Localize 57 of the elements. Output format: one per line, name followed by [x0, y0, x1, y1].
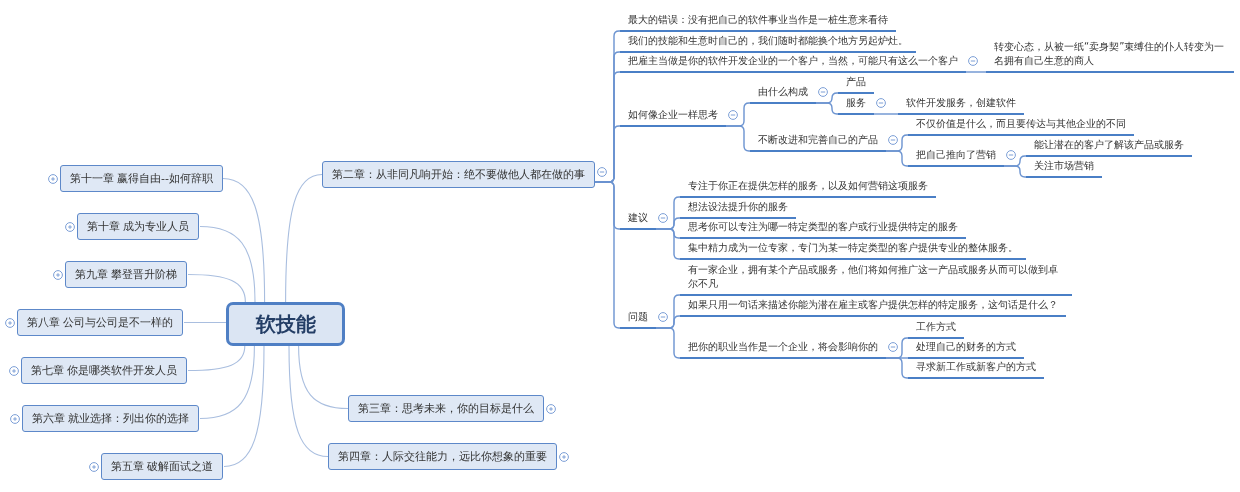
- branch-line: [187, 273, 246, 303]
- branch-topic: 把你的职业当作是一个企业，将会影响你的: [680, 340, 886, 359]
- branch-line: [222, 177, 266, 303]
- branch-topic: 寻求新工作或新客户的方式: [908, 360, 1044, 379]
- branch-topic: 不断改进和完善自己的产品: [750, 133, 886, 152]
- chapter-box: 第十章 成为专业人员: [76, 213, 199, 240]
- chapter-box: 第七章 你是哪类软件开发人员: [20, 357, 187, 384]
- central-topic: 软技能: [226, 302, 345, 346]
- branch-topic: 有一家企业，拥有某个产品或服务，他们将如何推广这一产品或服务从而可以做到卓尔不凡: [680, 263, 1072, 296]
- chapter-box: 第九章 攀登晋升阶梯: [64, 261, 187, 288]
- branch-line: [725, 125, 751, 152]
- branch-topic: 不仅价值是什么，而且要传达与其他企业的不同: [908, 117, 1134, 136]
- chapter-box: 第五章 破解面试之道: [100, 453, 223, 480]
- chapter-box: 第四章：人际交往能力，远比你想象的重要: [328, 443, 557, 470]
- branch-topic: 最大的错误：没有把自己的软件事业当作是一桩生意来看待: [620, 13, 896, 32]
- branch-line: [187, 345, 246, 372]
- branch-topic: 我们的技能和生意时自己的，我们随时都能换个地方另起炉灶。: [620, 34, 916, 53]
- branch-topic: 软件开发服务，创建软件: [898, 96, 1024, 115]
- branch-topic: 把自己推向了营销: [908, 148, 1004, 167]
- branch-line: [223, 345, 265, 468]
- branch-line: [655, 228, 681, 260]
- branch-line: [965, 71, 987, 73]
- branch-topic: 转变心态，从被一纸“卖身契”束缚住的仆人转变为一名拥有自己生意的商人: [986, 40, 1234, 73]
- chapter-box: 第十一章 赢得自由--如何辞职: [59, 165, 223, 192]
- branch-topic: 专注于你正在提供怎样的服务，以及如何营销这项服务: [680, 179, 936, 198]
- branch-line: [1003, 165, 1027, 178]
- branch-topic: 建议: [620, 211, 656, 230]
- branch-topic: 服务: [838, 96, 874, 115]
- branch-topic: 如何像企业一样思考: [620, 108, 726, 127]
- branch-line: [655, 327, 681, 359]
- branch-topic: 由什么构成: [750, 85, 816, 104]
- branch-line: [199, 345, 255, 420]
- chapter-box: 第八章 公司与公司是不一样的: [16, 309, 183, 336]
- branch-line: [183, 321, 227, 324]
- branch-line: [815, 102, 839, 115]
- branch-line: [594, 181, 621, 329]
- branch-topic: 产品: [838, 75, 874, 94]
- branch-topic: 问题: [620, 310, 656, 329]
- branch-topic: 思考你可以专注为哪一特定类型的客户或行业提供特定的服务: [680, 220, 966, 239]
- branch-topic: 集中精力成为一位专家，专门为某一特定类型的客户提供专业的整体服务。: [680, 241, 1026, 260]
- branch-line: [285, 173, 323, 303]
- branch-topic: 能让潜在的客户了解该产品或服务: [1026, 138, 1192, 157]
- chapter-box: 第三章：思考未来，你的目标是什么: [348, 395, 544, 422]
- branch-line: [199, 225, 256, 303]
- branch-line: [885, 150, 909, 167]
- branch-line: [885, 357, 909, 379]
- chapter-box: 第二章：从非同凡响开始：绝不要做他人都在做的事: [322, 161, 595, 188]
- branch-topic: 工作方式: [908, 320, 964, 339]
- branch-line: [298, 345, 349, 410]
- chapter-box: 第六章 就业选择：列出你的选择: [21, 405, 199, 432]
- branch-topic: 处理自己的财务的方式: [908, 340, 1024, 359]
- branch-topic: 把雇主当做是你的软件开发企业的一个客户，当然，可能只有这么一个客户: [620, 54, 966, 73]
- branch-line: [873, 113, 899, 115]
- branch-topic: 如果只用一句话来描述你能为潜在雇主或客户提供怎样的特定服务，这句话是什么？: [680, 298, 1066, 317]
- branch-topic: 关注市场营销: [1026, 159, 1102, 178]
- branch-line: [288, 345, 329, 458]
- branch-topic: 想法设法提升你的服务: [680, 200, 796, 219]
